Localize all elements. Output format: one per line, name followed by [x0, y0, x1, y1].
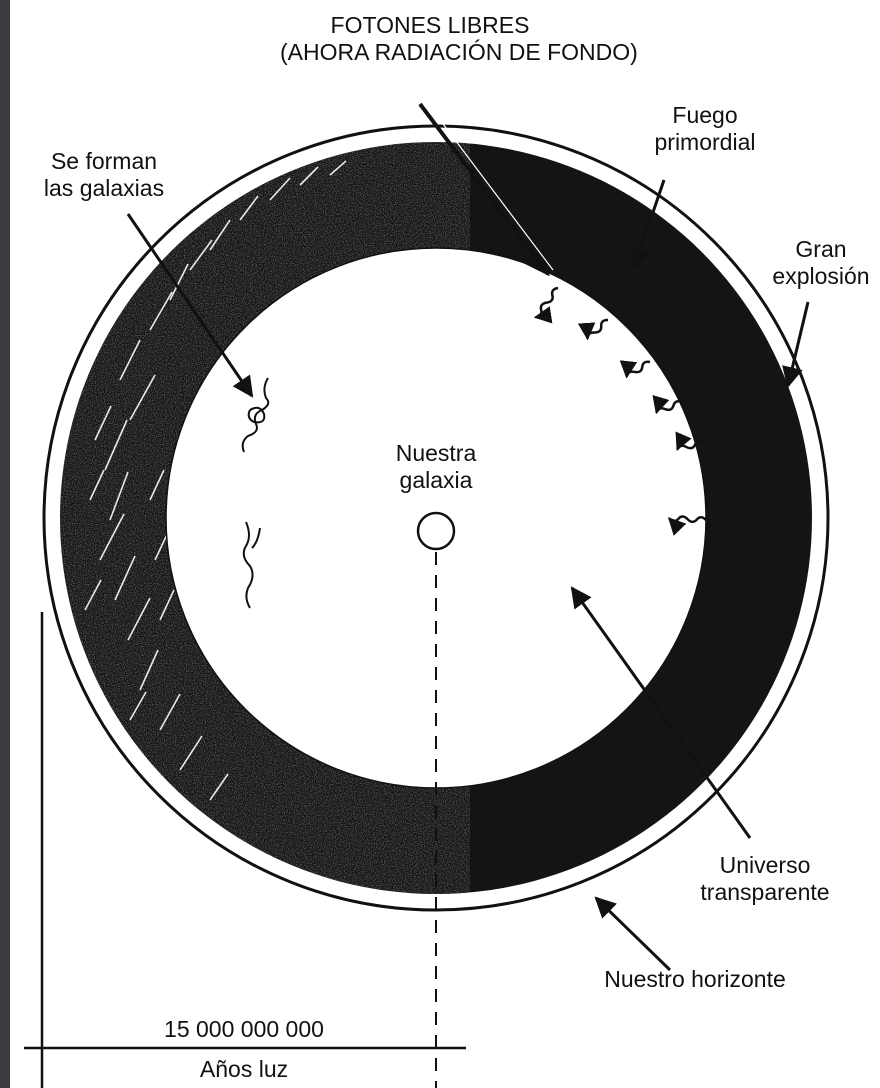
our-galaxy-circle	[418, 513, 454, 549]
free-photons-title: FOTONES LIBRES	[280, 12, 580, 39]
primordial-fire-line-2: primordial	[640, 129, 770, 156]
our-galaxy-label: Nuestra galaxia	[376, 440, 496, 494]
galaxies-form-line-2: las galaxias	[24, 175, 184, 202]
big-bang-line-2: explosión	[762, 263, 880, 290]
our-galaxy-line-1: Nuestra	[376, 440, 496, 467]
primordial-fire-label: Fuego primordial	[640, 102, 770, 156]
big-bang-arrow	[788, 302, 808, 386]
primordial-fire-line-1: Fuego	[640, 102, 770, 129]
big-bang-line-1: Gran	[762, 236, 880, 263]
free-photons-label: FOTONES LIBRES (AHORA RADIACIÓN DE FONDO…	[280, 12, 580, 66]
free-photons-subtitle: (AHORA RADIACIÓN DE FONDO)	[280, 39, 580, 66]
big-bang-label: Gran explosión	[762, 236, 880, 290]
transparent-universe-label: Universo transparente	[680, 852, 850, 906]
transparent-universe-line-2: transparente	[680, 879, 850, 906]
galaxies-form-label: Se forman las galaxias	[24, 148, 184, 202]
diagram-canvas: FOTONES LIBRES (AHORA RADIACIÓN DE FONDO…	[10, 0, 880, 1088]
scale-value-label: 15 000 000 000	[124, 1016, 364, 1043]
our-horizon-label: Nuestro horizonte	[580, 966, 810, 993]
transparent-universe-line-1: Universo	[680, 852, 850, 879]
our-horizon-arrow	[596, 898, 670, 970]
galaxies-form-line-1: Se forman	[24, 148, 184, 175]
scale-unit-label: Años luz	[154, 1056, 334, 1083]
our-galaxy-line-2: galaxia	[376, 467, 496, 494]
